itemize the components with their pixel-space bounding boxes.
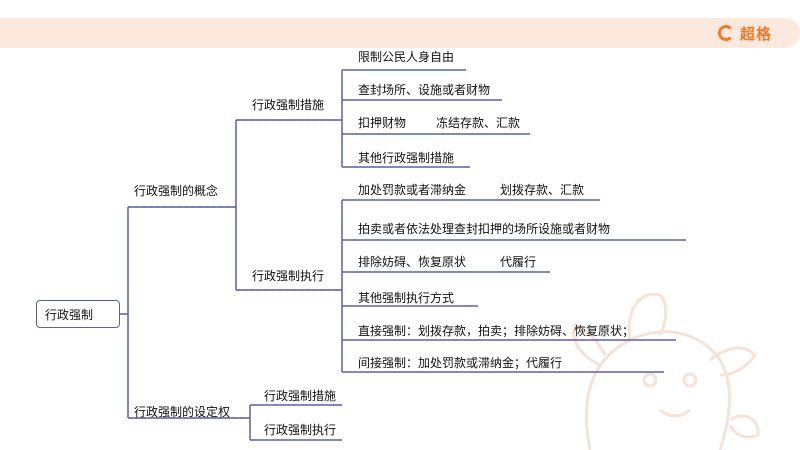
- leaf-execution-7[interactable]: 直接强制：划拨存款，拍卖；排除妨碍、恢复原状；: [358, 324, 635, 338]
- brand-name: 超格: [739, 24, 772, 43]
- leaf-execution-2[interactable]: 划拨存款、汇款: [500, 183, 585, 197]
- leaf-execution-6[interactable]: 其他强制执行方式: [358, 291, 455, 305]
- leaf-authority-2[interactable]: 行政强制执行: [264, 423, 337, 437]
- node-concept[interactable]: 行政强制的概念: [134, 184, 219, 198]
- mindmap-root[interactable]: 行政强制: [36, 300, 120, 328]
- node-authority[interactable]: 行政强制的设定权: [134, 405, 231, 419]
- leaf-measure-1[interactable]: 限制公民人身自由: [358, 50, 455, 64]
- leaf-execution-1[interactable]: 加处罚款或者滞纳金: [358, 183, 467, 197]
- brand-logo: 超格: [717, 18, 772, 48]
- leaf-execution-4[interactable]: 排除妨碍、恢复原状: [358, 255, 467, 269]
- top-banner: [0, 18, 800, 48]
- mascot-watermark-icon: [572, 292, 760, 450]
- leaf-execution-3[interactable]: 拍卖或者依法处理查封扣押的场所设施或者财物: [358, 222, 611, 236]
- leaf-authority-1[interactable]: 行政强制措施: [264, 389, 337, 403]
- brand-mark-icon: [717, 25, 734, 41]
- leaf-measure-2[interactable]: 查封场所、设施或者财物: [358, 83, 491, 97]
- leaf-measure-5[interactable]: 其他行政强制措施: [358, 151, 455, 165]
- leaf-execution-5[interactable]: 代履行: [500, 255, 537, 269]
- node-execution[interactable]: 行政强制执行: [252, 269, 325, 283]
- leaf-execution-8[interactable]: 间接强制：加处罚款或滞纳金；代履行: [358, 356, 563, 370]
- leaf-measure-4[interactable]: 冻结存款、汇款: [436, 116, 521, 130]
- node-measures[interactable]: 行政强制措施: [252, 98, 325, 112]
- leaf-measure-3[interactable]: 扣押财物: [358, 116, 407, 130]
- root-label: 行政强制: [45, 307, 94, 322]
